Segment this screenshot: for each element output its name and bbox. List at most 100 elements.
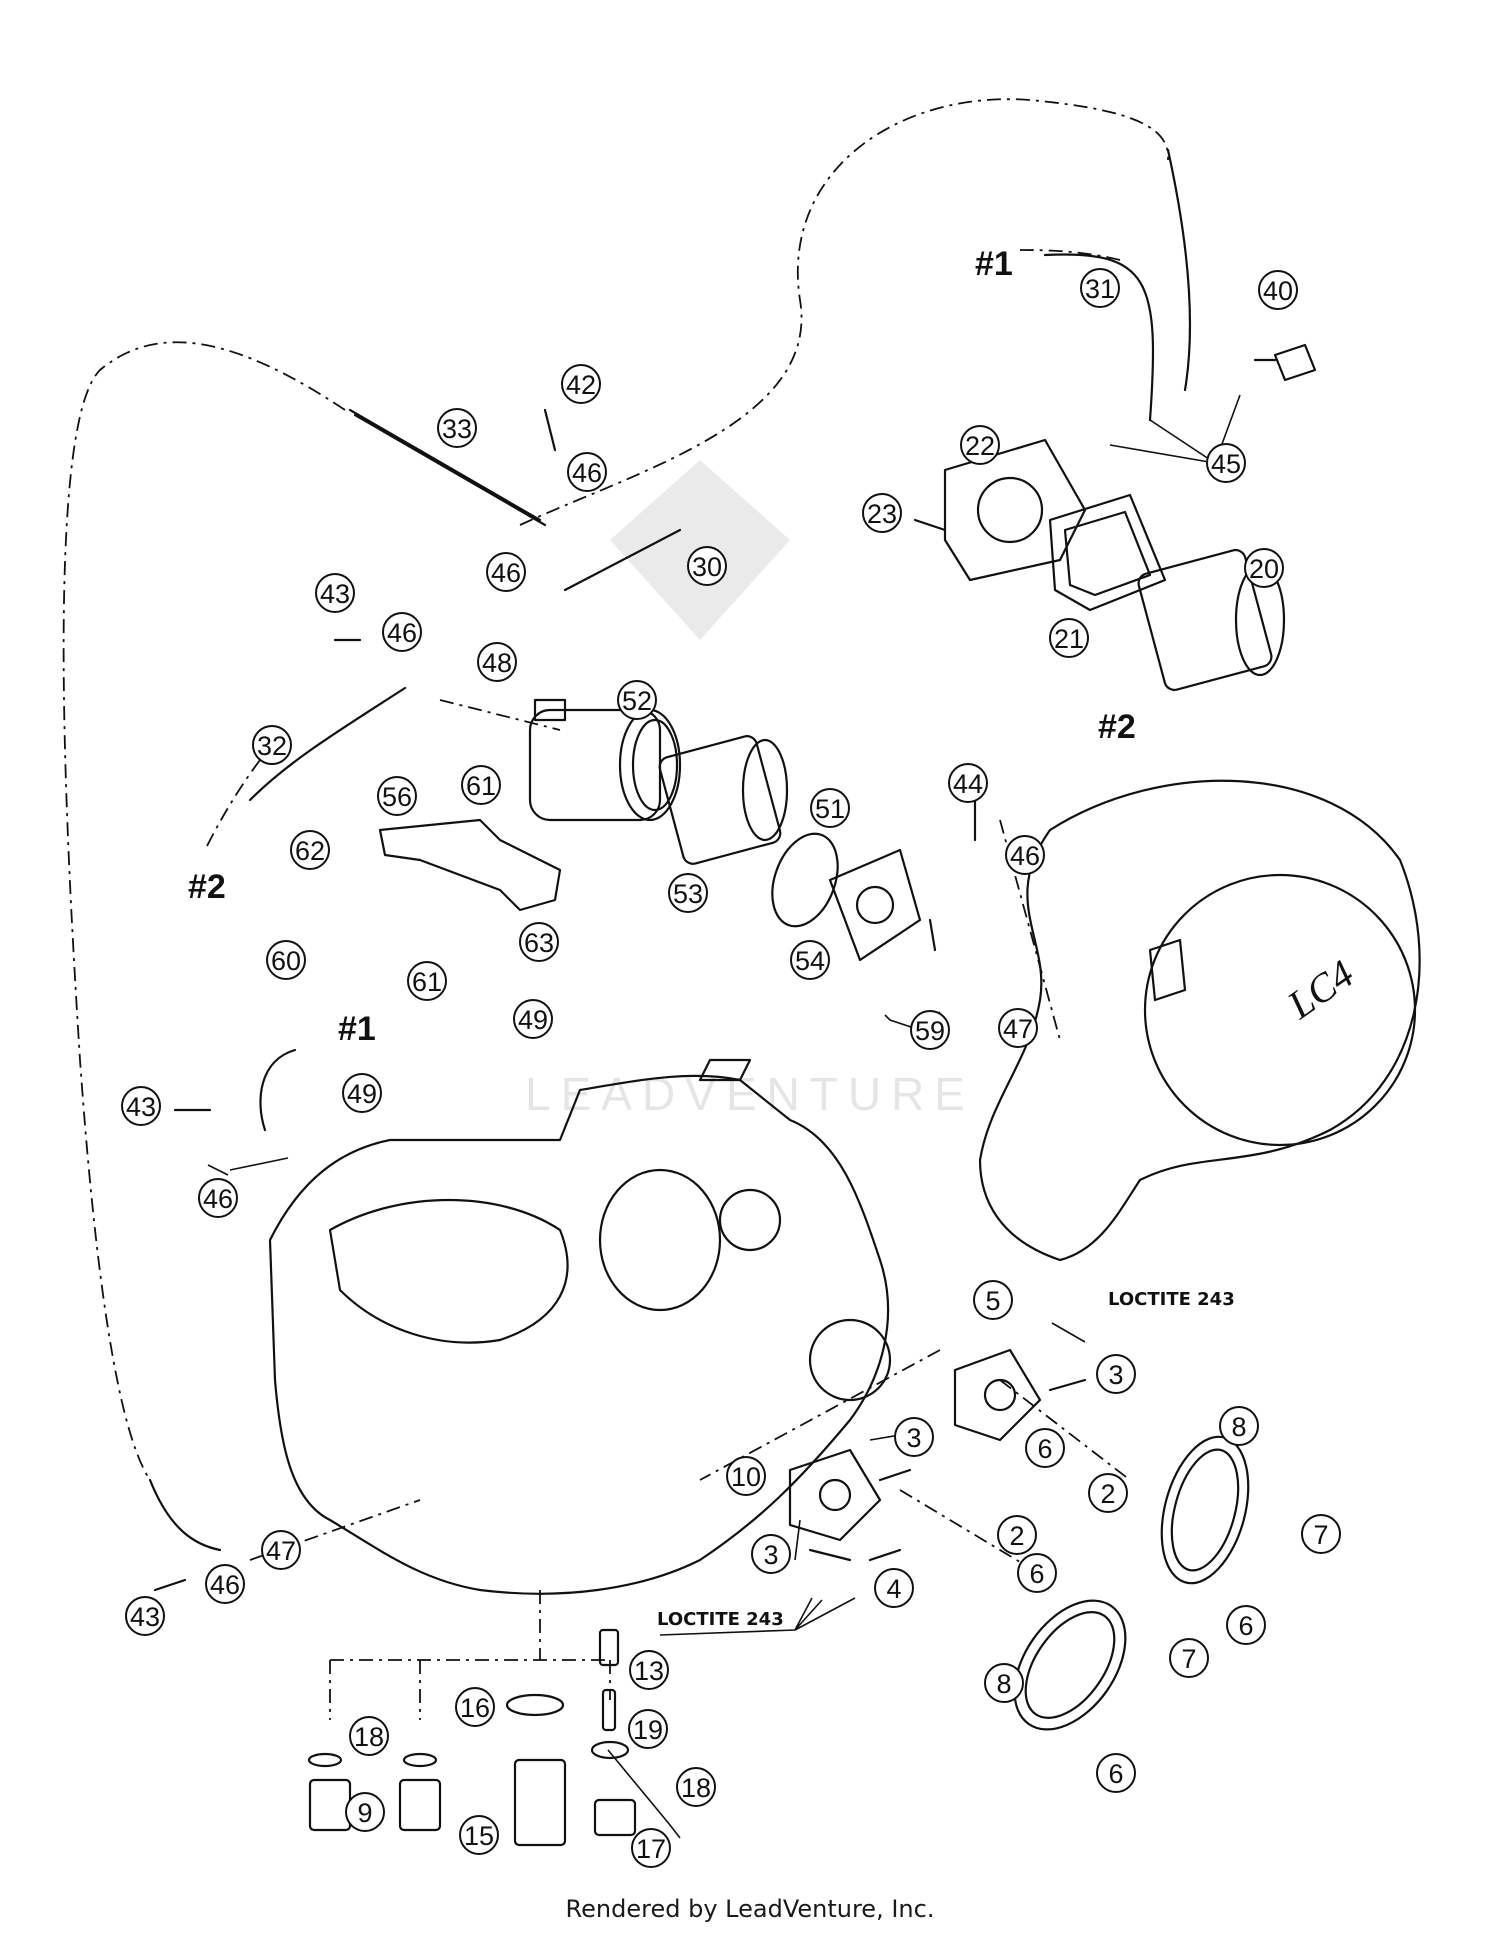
callout-number: 3 xyxy=(906,1423,921,1453)
callout-circle xyxy=(1080,268,1120,308)
callout-circle xyxy=(1096,1753,1136,1793)
oil-filter-53 xyxy=(658,735,789,865)
callout-circle xyxy=(910,1010,950,1050)
callout-40: 40 xyxy=(1258,270,1298,310)
callout-circle xyxy=(349,1716,389,1756)
callout-number: 43 xyxy=(130,1602,160,1632)
filter-cover-22 xyxy=(943,438,1087,582)
callout-number: 32 xyxy=(257,731,287,761)
callout-circle xyxy=(751,1534,791,1574)
callout-6: 6 xyxy=(1017,1553,1057,1593)
gear-8-lower xyxy=(1013,1599,1127,1731)
callout-18: 18 xyxy=(676,1767,716,1807)
callout-6: 6 xyxy=(1025,1428,1065,1468)
callout-18: 18 xyxy=(349,1716,389,1756)
callout-number: 46 xyxy=(572,458,602,488)
callout-43: 43 xyxy=(315,573,355,613)
callout-61: 61 xyxy=(461,765,501,805)
callout-number: 54 xyxy=(795,946,825,976)
callout-3: 3 xyxy=(1096,1354,1136,1394)
callout-number: 2 xyxy=(1100,1479,1115,1509)
callout-circle xyxy=(948,763,988,803)
oil-lines xyxy=(148,148,1192,1552)
callout-circle xyxy=(198,1178,238,1218)
callout-number: 31 xyxy=(1085,274,1115,304)
callout-44: 44 xyxy=(948,763,988,803)
callout-number: 60 xyxy=(271,946,301,976)
callout-circle xyxy=(121,1086,161,1126)
callout-number: 8 xyxy=(996,1669,1011,1699)
callout-3: 3 xyxy=(894,1417,934,1457)
callout-61: 61 xyxy=(407,961,447,1001)
callout-circle xyxy=(477,642,517,682)
callout-number: 45 xyxy=(1211,449,1241,479)
callout-circle xyxy=(862,493,902,533)
callout-circle xyxy=(377,776,417,816)
callout-circle xyxy=(382,612,422,652)
callout-number: 6 xyxy=(1029,1559,1044,1589)
callout-number: 10 xyxy=(731,1462,761,1492)
callout-number: 3 xyxy=(763,1540,778,1570)
callout-23: 23 xyxy=(862,493,902,533)
callout-number: 47 xyxy=(1003,1014,1033,1044)
callout-46: 46 xyxy=(1005,835,1045,875)
oring-51 xyxy=(771,832,839,928)
callout-59: 59 xyxy=(910,1010,950,1050)
callout-circle xyxy=(1088,1473,1128,1513)
callout-number: 59 xyxy=(915,1016,945,1046)
callout-circle xyxy=(266,940,306,980)
callout-number: 47 xyxy=(266,1536,296,1566)
callout-63: 63 xyxy=(519,922,559,962)
callout-circle xyxy=(810,788,850,828)
callout-circle xyxy=(1096,1354,1136,1394)
callout-number: 43 xyxy=(126,1092,156,1122)
callout-49: 49 xyxy=(513,999,553,1039)
callout-47: 47 xyxy=(998,1008,1038,1048)
callout-number: 19 xyxy=(633,1715,663,1745)
filter-bracket-56 xyxy=(378,818,562,912)
watermark: LEADVENTURE xyxy=(525,460,975,1120)
callout-number: 16 xyxy=(460,1693,490,1723)
callout-circle xyxy=(960,425,1000,465)
callout-circle xyxy=(486,552,526,592)
callout-5: 5 xyxy=(973,1280,1013,1320)
callout-circle xyxy=(513,999,553,1039)
drain-plugs xyxy=(307,1628,637,1847)
callout-circle xyxy=(631,1828,671,1868)
callout-46: 46 xyxy=(198,1178,238,1218)
callout-number: 21 xyxy=(1054,624,1084,654)
callout-circle xyxy=(874,1568,914,1608)
callout-6: 6 xyxy=(1226,1605,1266,1645)
callout-number: 49 xyxy=(518,1005,548,1035)
loctite-notes: LOCTITE 243 LOCTITE 243 xyxy=(657,1289,1235,1630)
callout-17: 17 xyxy=(631,1828,671,1868)
callout-circle xyxy=(1258,270,1298,310)
callout-circle xyxy=(1005,835,1045,875)
callout-10: 10 xyxy=(726,1456,766,1496)
loctite-note-lower: LOCTITE 243 xyxy=(657,1609,784,1630)
callout-7: 7 xyxy=(1169,1638,1209,1678)
clutch-cover: LC4 xyxy=(978,779,1421,1262)
callout-number: 51 xyxy=(815,794,845,824)
oil-pump-10 xyxy=(788,1448,882,1542)
callout-circle xyxy=(726,1456,766,1496)
callout-54: 54 xyxy=(790,940,830,980)
callout-circle xyxy=(455,1687,495,1727)
callout-51: 51 xyxy=(810,788,850,828)
callout-number: 46 xyxy=(210,1570,240,1600)
callout-number: 52 xyxy=(622,686,652,716)
callout-circle xyxy=(1219,1406,1259,1446)
callout-13: 13 xyxy=(629,1650,669,1690)
callout-number: 9 xyxy=(357,1798,372,1828)
callout-circle xyxy=(407,961,447,1001)
callout-48: 48 xyxy=(477,642,517,682)
ref-2-upper: #2 xyxy=(1098,708,1136,746)
callout-number: 44 xyxy=(953,769,983,799)
callout-number: 62 xyxy=(295,836,325,866)
callout-20: 20 xyxy=(1244,548,1284,588)
callout-42: 42 xyxy=(561,364,601,404)
callout-number: 18 xyxy=(354,1722,384,1752)
callout-number: 15 xyxy=(464,1821,494,1851)
callout-number: 7 xyxy=(1313,1520,1328,1550)
watermark-text: LEADVENTURE xyxy=(525,1068,975,1120)
